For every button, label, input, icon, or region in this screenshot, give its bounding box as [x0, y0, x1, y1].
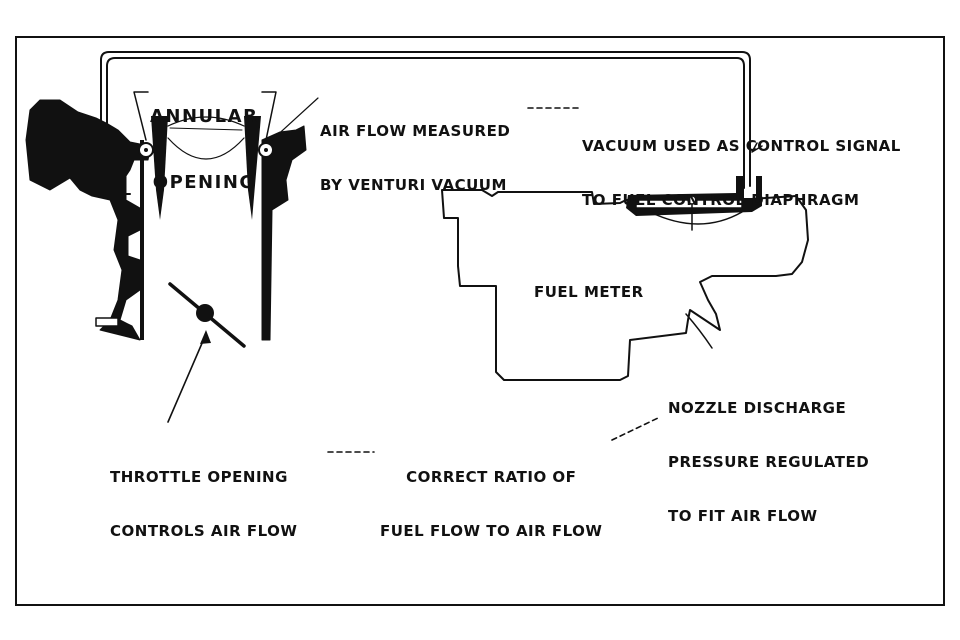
throttle-label-arrow: [167, 330, 211, 423]
label-annular-opening: ANNULAR OPENING: [150, 62, 258, 216]
label-line: AIR FLOW MEASURED: [320, 122, 511, 140]
label-fuel-meter: FUEL METER: [534, 247, 644, 319]
label-line: CONTROLS AIR FLOW: [110, 522, 298, 540]
nozzle-discharge-line: [685, 313, 713, 349]
label-throttle-opening: THROTTLE OPENING CONTROLS AIR FLOW: [110, 432, 297, 558]
throttle-body-left-wall: [25, 99, 154, 341]
label-line: NOZZLE DISCHARGE: [668, 399, 847, 417]
label-line: TO FIT AIR FLOW: [668, 507, 818, 525]
diagram-frame: [15, 36, 945, 606]
label-line: CORRECT RATIO OF: [406, 468, 577, 486]
vacuum-signal-arrow: [751, 142, 763, 153]
label-line: OPENING: [152, 172, 256, 193]
label-line: TO FUEL CONTROL DIAPHRAGM: [582, 191, 860, 209]
label-air-flow-measured: AIR FLOW MEASURED BY VENTURI VACUUM: [320, 86, 510, 212]
air-flow-leader-line: [271, 97, 319, 141]
throttle-body-right-wall: [258, 125, 307, 341]
label-line: ANNULAR: [150, 106, 259, 127]
label-vacuum-control-signal: VACUUM USED AS CONTROL SIGNAL TO FUEL CO…: [582, 101, 901, 227]
venturi: [151, 116, 261, 220]
label-line: FUEL FLOW TO AIR FLOW: [380, 522, 603, 540]
label-line: FUEL METER: [534, 283, 644, 301]
label-correct-ratio: CORRECT RATIO OF FUEL FLOW TO AIR FLOW: [380, 432, 602, 558]
dashed-connectors: [327, 107, 659, 453]
fuel-control-diaphragm: [626, 176, 762, 231]
throttle-valve: [168, 282, 246, 348]
label-line: THROTTLE OPENING: [110, 468, 288, 486]
annular-opening-brackets: [133, 91, 277, 141]
label-nozzle-discharge: NOZZLE DISCHARGE PRESSURE REGULATED TO F…: [668, 363, 869, 543]
label-line: VACUUM USED AS CONTROL SIGNAL: [582, 137, 901, 155]
label-line: PRESSURE REGULATED: [668, 453, 870, 471]
fuel-meter-body: [441, 189, 809, 381]
label-line: BY VENTURI VACUUM: [320, 176, 507, 194]
